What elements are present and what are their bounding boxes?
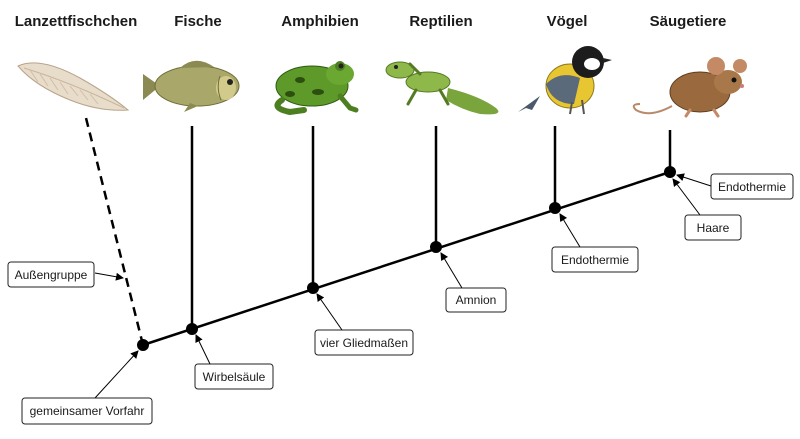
taxon-label-reptilien: Reptilien xyxy=(409,13,472,30)
taxon-label-saeugetiere: Säugetiere xyxy=(650,13,727,30)
arrow-four-limbs xyxy=(316,293,343,331)
label-box-endothermy-mammals: Endothermie xyxy=(710,173,794,200)
node-hair-endothermy-mammals xyxy=(664,166,676,178)
taxon-label-voegel: Vögel xyxy=(547,13,588,30)
label-box-hair: Haare xyxy=(684,214,742,241)
lancelet-illustration xyxy=(17,62,130,111)
node-vertebral-column xyxy=(186,323,198,335)
fish-illustration xyxy=(143,60,240,112)
arrow-endothermy-mammals xyxy=(676,173,712,187)
outgroup-branch-dashed xyxy=(84,117,145,346)
arrow-endothermy-birds xyxy=(559,213,581,248)
label-box-amnion: Amnion xyxy=(445,287,507,313)
ancestor-label: gemeinsamer Vorfahr xyxy=(30,404,145,418)
arrow-vertebral-column xyxy=(195,334,211,365)
label-box-four-limbs: vier Gliedmaßen xyxy=(314,329,414,356)
node-ancestor xyxy=(137,339,149,351)
arrow-amnion xyxy=(440,252,463,289)
frog-illustration xyxy=(274,61,359,116)
label-box-ancestor: gemeinsamer Vorfahr xyxy=(21,397,153,425)
lizard-illustration xyxy=(385,61,499,115)
label-box-endothermy-birds: Endothermie xyxy=(551,246,639,273)
main-stem-line xyxy=(142,170,671,347)
vertebral-column-label: Wirbelsäule xyxy=(203,370,266,384)
outgroup-label: Außengruppe xyxy=(15,268,88,282)
taxon-label-amphibien: Amphibien xyxy=(281,13,359,30)
label-box-vertebral-column: Wirbelsäule xyxy=(194,363,274,390)
node-endothermy-birds xyxy=(549,202,561,214)
label-box-outgroup: Außengruppe xyxy=(7,261,95,288)
taxon-label-fische: Fische xyxy=(174,13,222,30)
endothermy-birds-label: Endothermie xyxy=(561,253,629,267)
four-limbs-label: vier Gliedmaßen xyxy=(320,336,408,350)
arrow-hair xyxy=(672,178,701,216)
endothermy-mammals-label: Endothermie xyxy=(718,180,786,194)
bird-illustration xyxy=(518,46,612,115)
hair-label: Haare xyxy=(697,221,730,235)
node-four-limbs xyxy=(307,282,319,294)
amnion-label: Amnion xyxy=(456,293,497,307)
arrow-outgroup xyxy=(94,272,124,281)
taxon-label-lanzettfischchen: Lanzettfischchen xyxy=(15,13,138,30)
arrow-ancestor xyxy=(94,350,139,399)
node-amnion xyxy=(430,241,442,253)
mouse-illustration xyxy=(632,57,747,118)
